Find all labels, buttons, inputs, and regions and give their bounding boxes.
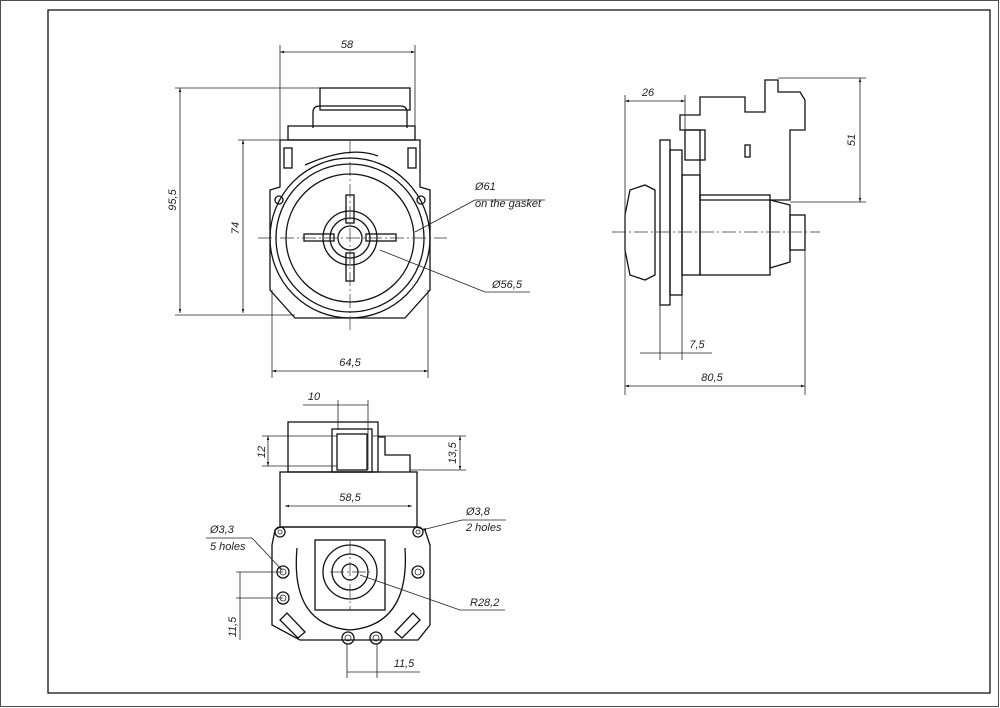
bottom-view: 10 12 13,5 58,5 Ø3,8 2 holes Ø3,3 5 hole… <box>206 391 506 678</box>
dim-flange-width: 7,5 <box>689 339 705 351</box>
dim-diameter-gasket: Ø61 <box>474 181 496 193</box>
hole-large-count: 2 holes <box>465 522 502 534</box>
gasket-note: on the gasket <box>475 198 542 210</box>
dim-body-width: 58,5 <box>339 492 361 504</box>
dim-connector-height-right: 13,5 <box>447 441 459 463</box>
dim-connector-width: 10 <box>308 391 321 403</box>
dim-length-total: 80,5 <box>701 372 723 384</box>
dim-height-body: 74 <box>230 222 242 234</box>
dim-offset-top: 26 <box>641 87 655 99</box>
dim-hole-large: Ø3,8 <box>465 506 491 518</box>
dim-radius: R28,2 <box>470 597 499 609</box>
hole-small-count: 5 holes <box>210 541 246 553</box>
dim-hole-small: Ø3,3 <box>209 524 235 536</box>
dim-width-bottom: 64,5 <box>339 357 361 369</box>
dim-hole-spacing-vertical: 11,5 <box>227 616 239 637</box>
dim-diameter-inner: Ø56,5 <box>491 279 523 291</box>
dim-height-total: 95,5 <box>167 188 179 210</box>
side-view: 26 51 7,5 80,5 <box>612 77 866 395</box>
dim-connector-height-left: 12 <box>256 446 268 458</box>
front-view: 58 95,5 74 64,5 Ø61 on the gasket Ø56,5 <box>167 39 545 378</box>
drawing-frame <box>47 9 991 694</box>
dim-height-connector: 51 <box>846 134 858 146</box>
dim-width-top: 58 <box>341 39 354 51</box>
dim-hole-spacing-horizontal: 11,5 <box>394 658 415 670</box>
